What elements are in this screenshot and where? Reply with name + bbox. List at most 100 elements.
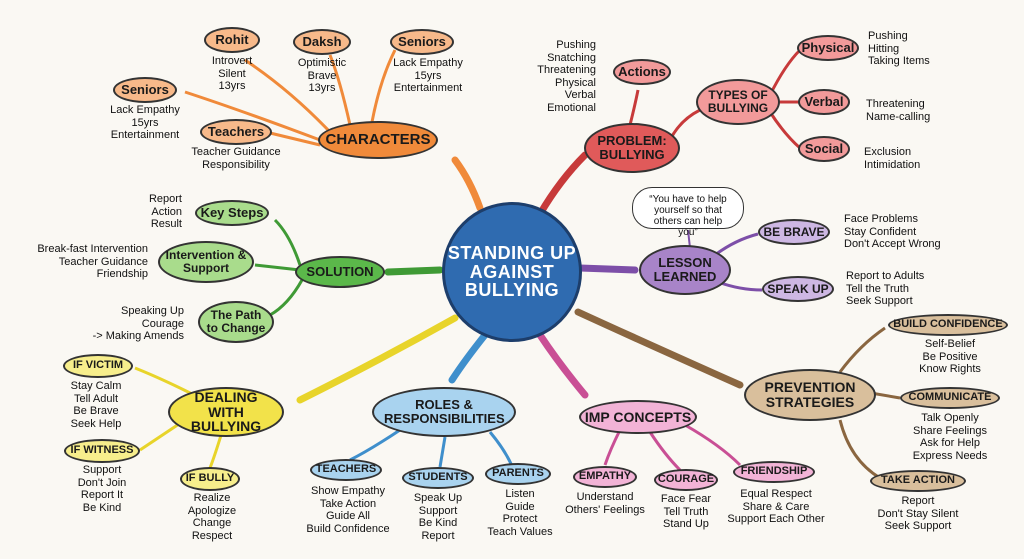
trait: Optimistic <box>297 57 347 69</box>
item: Respect <box>191 529 233 542</box>
types-node[interactable]: TYPES OF BULLYING <box>696 79 780 125</box>
item: Tell Truth <box>663 505 709 518</box>
seniors-right-node[interactable]: Seniors <box>390 29 454 55</box>
branch-dealing <box>296 314 459 404</box>
teachers-char-node[interactable]: Teachers <box>200 119 272 145</box>
role-parents-node[interactable]: PARENTS <box>485 463 551 485</box>
actions-node[interactable]: Actions <box>613 59 671 85</box>
trait: Silent <box>218 67 246 80</box>
daksh-traits: Optimistic Brave 13yrs <box>298 57 346 95</box>
if-witness-items: Support Don't Join Report It Be Kind <box>78 464 127 514</box>
item: Seek Help <box>70 417 122 430</box>
item: Be Brave <box>73 405 119 417</box>
social-items: Exclusion Intimidation <box>864 146 920 171</box>
item: Tell the Truth <box>846 282 909 295</box>
branch-solution <box>384 266 444 276</box>
item: Don't Join <box>77 476 127 489</box>
item: Name-calling <box>866 110 931 123</box>
item: Realize <box>193 492 231 504</box>
intervention-label: Intervention & Support <box>165 248 247 275</box>
item: Report It <box>80 489 124 501</box>
empathy-node[interactable]: EMPATHY <box>573 466 637 488</box>
seniors-left-node[interactable]: Seniors <box>113 77 177 103</box>
seniors-right-traits: Lack Empathy 15yrs Entertainment <box>393 57 463 95</box>
item: Protect <box>502 513 538 525</box>
rohit-traits: Introvert Silent 13yrs <box>212 55 252 93</box>
if-victim-node[interactable]: IF VICTIM <box>63 354 133 378</box>
key-steps-label: Key Steps <box>200 205 264 221</box>
item: Intimidation <box>864 158 921 171</box>
item: Verbal <box>564 89 596 101</box>
lesson-node[interactable]: LESSON LEARNED <box>639 245 731 295</box>
center-title: STANDING UP AGAINST BULLYING <box>447 242 577 301</box>
item: Share Feelings <box>913 424 987 437</box>
take-action-items: Report Don't Stay Silent Seek Support <box>878 495 959 533</box>
social-node[interactable]: Social <box>798 136 850 162</box>
empathy-label: EMPATHY <box>578 470 632 483</box>
trait: Responsibility <box>202 158 270 171</box>
be-brave-node[interactable]: BE BRAVE <box>758 219 830 245</box>
trait: Teacher Guidance <box>191 146 281 158</box>
path-node[interactable]: The Path to Change <box>198 301 274 343</box>
if-bully-items: Realize Apologize Change Respect <box>188 492 236 542</box>
trait: 13yrs <box>218 80 246 92</box>
key-steps-node[interactable]: Key Steps <box>195 200 269 226</box>
path-items: Speaking Up Courage -> Making Amends <box>93 305 184 343</box>
characters-node[interactable]: CHARACTERS <box>318 121 438 159</box>
physical-label: Physical <box>801 40 855 56</box>
concepts-label: IMP CONCEPTS <box>584 408 692 425</box>
physical-node[interactable]: Physical <box>797 35 859 61</box>
item: Report <box>901 495 935 507</box>
take-action-node[interactable]: TAKE ACTION <box>870 470 966 492</box>
role-students-node[interactable]: STUDENTS <box>402 467 474 489</box>
communicate-node[interactable]: COMMUNICATE <box>900 387 1000 409</box>
if-witness-label: IF WITNESS <box>70 444 134 457</box>
build-confidence-items: Self-Belief Be Positive Know Rights <box>919 338 981 376</box>
solution-node[interactable]: SOLUTION <box>295 256 385 288</box>
concepts-node[interactable]: IMP CONCEPTS <box>579 400 697 434</box>
friendship-node[interactable]: FRIENDSHIP <box>733 461 815 483</box>
build-confidence-node[interactable]: BUILD CONFIDENCE <box>888 314 1008 336</box>
be-brave-label: BE BRAVE <box>763 224 825 239</box>
role-teachers-node[interactable]: TEACHERS <box>310 459 382 481</box>
if-bully-node[interactable]: IF BULLY <box>180 467 240 491</box>
dealing-node[interactable]: DEALING WITH BULLYING <box>168 387 284 437</box>
item: Speaking Up <box>121 305 184 317</box>
item: Physical <box>555 76 596 89</box>
if-witness-node[interactable]: IF WITNESS <box>64 439 140 463</box>
item: Threatening <box>537 64 596 76</box>
intervention-items: Break-fast Intervention Teacher Guidance… <box>37 243 148 281</box>
item: Face Problems <box>844 213 918 225</box>
teachers-char-traits: Teacher Guidance Responsibility <box>191 146 280 171</box>
item: Teacher Guidance <box>58 255 148 268</box>
communicate-label: COMMUNICATE <box>908 391 992 404</box>
item: Be Positive <box>922 350 978 363</box>
daksh-node[interactable]: Daksh <box>293 29 351 55</box>
item: Pushing <box>556 39 596 51</box>
verbal-node[interactable]: Verbal <box>798 89 850 115</box>
roles-node[interactable]: ROLES & RESPONSIBILITIES <box>372 387 516 437</box>
item: Seek Support <box>884 520 952 532</box>
item: Don't Stay Silent <box>877 507 959 520</box>
verbal-label: Verbal <box>804 94 844 110</box>
role-students-items: Speak Up Support Be Kind Report <box>414 492 462 542</box>
branch-characters <box>451 156 484 212</box>
speak-up-node[interactable]: SPEAK UP <box>762 276 834 302</box>
prevention-node[interactable]: PREVENTION STRATEGIES <box>744 369 876 421</box>
item: Report <box>421 529 455 542</box>
item: Build Confidence <box>306 522 390 535</box>
item: Express Needs <box>912 449 988 462</box>
item: Be Kind <box>418 517 458 529</box>
seniors-label: Seniors <box>121 82 169 98</box>
courage-node[interactable]: COURAGE <box>654 469 718 491</box>
item: Emotional <box>547 101 596 114</box>
item: Friendship <box>96 268 148 280</box>
rohit-node[interactable]: Rohit <box>204 27 260 53</box>
item: Take Action <box>319 497 377 510</box>
item: Report to Adults <box>846 270 925 282</box>
role-students-label: STUDENTS <box>408 471 468 484</box>
intervention-node[interactable]: Intervention & Support <box>158 241 254 283</box>
problem-node[interactable]: PROBLEM: BULLYING <box>584 123 680 173</box>
